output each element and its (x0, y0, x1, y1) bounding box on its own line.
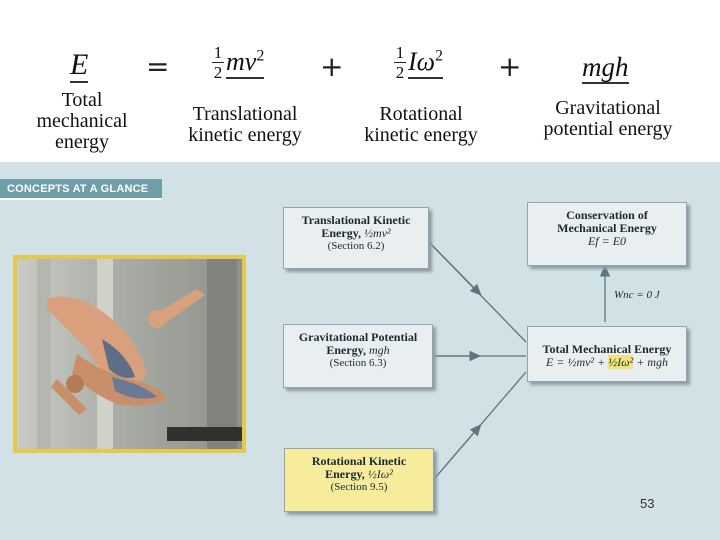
gravitational-term: mgh (582, 52, 629, 84)
box-translational-kinetic-energy: Translational Kinetic Energy, ½mv² (Sect… (283, 207, 429, 269)
box-total-mechanical-energy: Total Mechanical Energy E = ½mv² + ½Iω² … (527, 326, 687, 382)
equals-sign: = (146, 50, 170, 83)
plus-sign-1: + (320, 50, 344, 83)
nonconservative-work-label: Wnc = 0 J (614, 289, 660, 301)
equation-lhs: E (70, 48, 89, 83)
label-rotational-kinetic-energy: Rotational kinetic energy (364, 103, 478, 146)
total-energy-symbol: E (70, 48, 89, 83)
box-gravitational-potential-energy: Gravitational Potential Energy, mgh (Sec… (283, 324, 433, 388)
label-gravitational-potential-energy: Gravitational potential energy (543, 97, 673, 140)
label-total-mechanical-energy: Total mechanical energy (36, 89, 128, 153)
plus-sign-2: + (498, 50, 522, 83)
page-number: 53 (640, 496, 655, 511)
box-rotational-kinetic-energy: Rotational Kinetic Energy, ½Iω² (Section… (284, 448, 434, 512)
concepts-banner: CONCEPTS AT A GLANCE (0, 179, 162, 200)
divers-photo (13, 255, 246, 453)
box-conservation-of-mechanical-energy: Conservation of Mechanical Energy Ef = E… (527, 202, 687, 266)
label-translational-kinetic-energy: Translational kinetic energy (188, 103, 302, 146)
divers-image (17, 259, 242, 449)
